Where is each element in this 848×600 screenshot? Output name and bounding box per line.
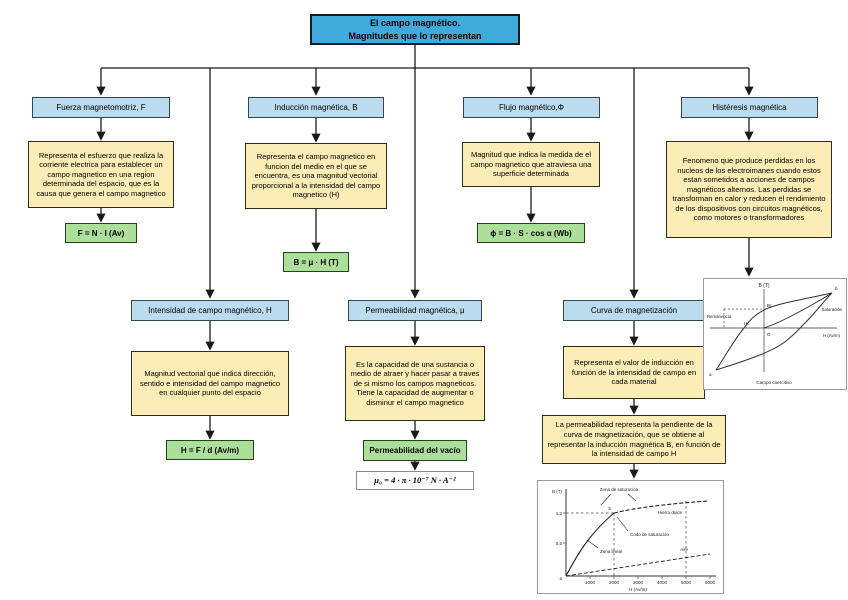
node-histeresis-description: Fenomeno que produce perdidas en los nuc… <box>666 141 832 238</box>
node-curva-description: Representa el valor de inducción en func… <box>563 346 705 399</box>
root-title-line1: El campo magnético. <box>369 17 461 28</box>
mag-xtick-1000: 1000 <box>585 580 596 585</box>
root-title-line2: Magnitudes que lo representan <box>348 30 482 41</box>
flujo-formula: ϕ = B · S · cos α (Wb) <box>477 223 585 243</box>
ascending-branch <box>715 292 833 371</box>
saturation-point-a: a <box>709 372 712 377</box>
node-permeabilidad-description: Es la capacidad de una sustancia o medio… <box>345 346 485 421</box>
node-histeresis-title: Histéresis magnética <box>681 97 818 118</box>
node-curva-note: La permeabilidad representa la pendiente… <box>542 415 726 464</box>
node-fuerza-description: Representa el esfuerzo que realiza la co… <box>28 141 174 208</box>
initial-magnetization-curve <box>763 292 833 329</box>
root-node: El campo magnético. Magnitudes que lo re… <box>310 14 520 45</box>
fuerza-formula: F = N · I (Av) <box>65 223 137 243</box>
node-curva-title: Curva de magnetización <box>563 300 705 321</box>
mag-point-a: a <box>559 576 562 581</box>
codo-saturacion-label: Codo de saturación <box>630 532 670 537</box>
magnetization-curve-chart: B (T) 1,2 0,5 1000 2000 3000 4000 5000 6… <box>537 480 724 594</box>
descending-branch <box>715 292 833 371</box>
mag-ytick-05: 0,5 <box>556 541 563 546</box>
saturation-point-b: b <box>835 286 838 291</box>
hc-label: Hc <box>744 321 750 326</box>
mag-xtick-4000: 4000 <box>657 580 668 585</box>
mag-xtick-5000: 5000 <box>681 580 692 585</box>
saturacion-label: Saturación <box>821 307 842 312</box>
hysteresis-xlabel: H (Av/m) <box>823 333 840 338</box>
node-fuerza-title: Fuerza magnetomotriz, F <box>32 97 170 118</box>
hysteresis-ylabel: B (T) <box>758 283 769 289</box>
campo-coercitivo-label: Campo coercitivo <box>756 380 792 385</box>
origin-label: O <box>767 332 771 337</box>
node-flujo-title: Flujo magnético,Φ <box>463 97 600 118</box>
node-induccion-description: Representa el campo magnetico en funcion… <box>245 143 387 209</box>
hierro-dulce-curve-linear <box>565 512 615 577</box>
intensidad-formula: H = F / d (Av/m) <box>166 440 254 460</box>
mag-xtick-2000: 2000 <box>609 580 620 585</box>
mag-ylabel: B (T) <box>552 489 562 494</box>
node-intensidad-title: Intensidad de campo magnético, H <box>131 300 289 321</box>
hierro-dulce-curve-saturation <box>613 500 709 514</box>
remanencia-label: Remanencia <box>707 314 732 319</box>
zona-saturacion-label: Zona de saturación <box>600 487 639 492</box>
aire-label: Aire <box>679 547 688 552</box>
zona-lineal-label: Zona lineal <box>600 549 622 554</box>
br-label: Br <box>767 303 772 308</box>
vacuum-permeability-formula: μ₀ = 4 · π · 10⁻⁷ N · A⁻² <box>356 471 474 490</box>
node-intensidad-description: Magnitud vectorial que indica dirección,… <box>131 351 289 416</box>
vacuum-permeability-label: Permeabilidad del vacío <box>363 440 467 461</box>
mag-xlabel: H (Av/m) <box>629 587 647 592</box>
mag-xtick-6000: 6000 <box>705 580 716 585</box>
mag-point-b: b <box>608 506 611 511</box>
node-flujo-description: Magnitud que indica la medida de el camp… <box>462 142 600 187</box>
node-permeabilidad-title: Permeabilidad magnética, μ <box>348 300 482 321</box>
node-induccion-title: Inducción magnética, B <box>248 97 384 118</box>
mag-xtick-3000: 3000 <box>633 580 644 585</box>
mag-ytick-12: 1,2 <box>556 511 563 516</box>
aire-line <box>565 553 711 577</box>
hysteresis-loop-chart: B (T) H (Av/m) Remanencia Saturación Br … <box>703 278 847 390</box>
hierro-dulce-label: Hierro dulce <box>658 510 683 515</box>
induccion-formula: B = μ · H (T) <box>283 252 349 272</box>
